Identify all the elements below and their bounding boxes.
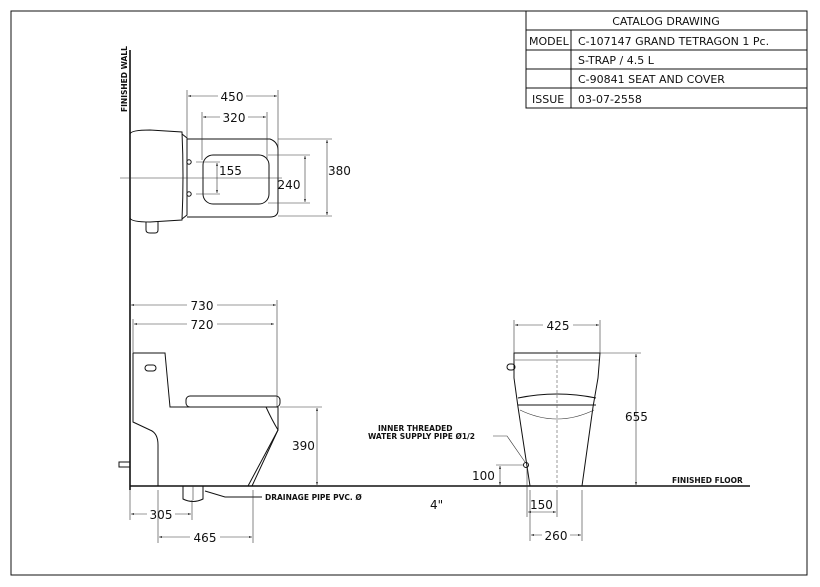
dim-655: 655 (625, 410, 648, 424)
supply-label-line1: INNER THREADED (378, 424, 453, 433)
dim-155: 155 (219, 164, 242, 178)
dim-730: 730 (191, 299, 214, 313)
finished-floor-label: FINISHED FLOOR (672, 476, 743, 485)
supply-label-line2: WATER SUPPLY PIPE Ø1/2 (368, 432, 475, 441)
dim-150: 150 (530, 498, 553, 512)
dim-720: 720 (191, 318, 214, 332)
dim-100: 100 (472, 469, 495, 483)
title-heading: CATALOG DRAWING (612, 15, 720, 28)
dim-465: 465 (194, 531, 217, 545)
dim-260: 260 (545, 529, 568, 543)
trap-value: S-TRAP / 4.5 L (578, 54, 655, 67)
dim-240: 240 (278, 178, 301, 192)
dim-305: 305 (150, 508, 173, 522)
front-view: INNER THREADED WATER SUPPLY PIPE Ø1/2 42… (368, 318, 648, 543)
drawing-border (10, 10, 808, 576)
issue-label: ISSUE (532, 93, 564, 106)
plan-view: 450 320 155 240 380 (120, 89, 351, 234)
issue-value: 03-07-2558 (578, 93, 642, 106)
seat-value: C-90841 SEAT AND COVER (578, 73, 725, 86)
model-value: C-107147 GRAND TETRAGON 1 Pc. (578, 35, 769, 48)
dim-450: 450 (221, 90, 244, 104)
finished-wall-label: FINISHED WALL (120, 46, 129, 112)
drainage-pipe-label: DRAINAGE PIPE PVC. Ø (265, 493, 362, 502)
dim-380: 380 (328, 164, 351, 178)
dim-390: 390 (292, 439, 315, 453)
drainage-size-label: 4" (430, 498, 443, 512)
model-label: MODEL (529, 35, 570, 48)
dim-320: 320 (223, 111, 246, 125)
dim-425: 425 (547, 319, 570, 333)
side-view: DRAINAGE PIPE PVC. Ø 4" 730 720 390 305 … (118, 298, 443, 545)
title-block: CATALOG DRAWING MODEL C-107147 GRAND TET… (525, 10, 808, 109)
